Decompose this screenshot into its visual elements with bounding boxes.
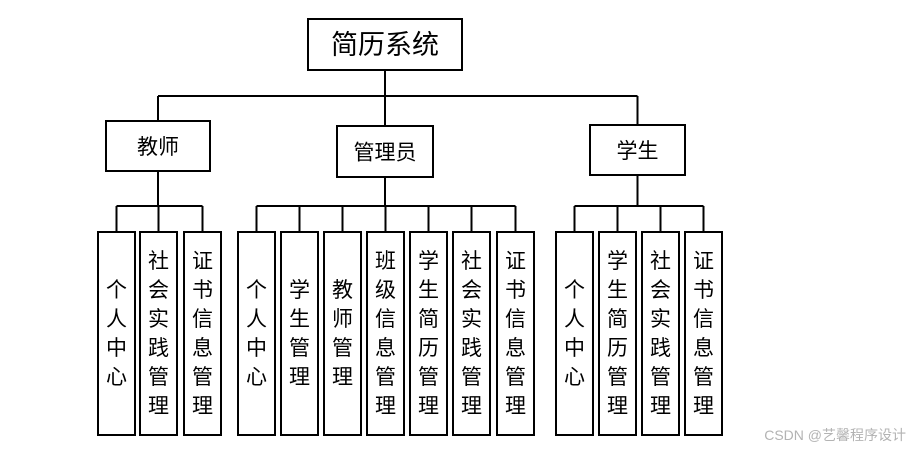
module-box	[366, 231, 405, 436]
module-box	[496, 231, 535, 436]
root-node: 简历系统	[307, 18, 463, 71]
role-label: 教师	[137, 135, 179, 159]
module-label: 教师管理	[332, 278, 353, 389]
module-label: 个人中心	[246, 278, 267, 389]
module-box	[555, 231, 594, 436]
module-box	[684, 231, 723, 436]
module-box	[97, 231, 136, 436]
module-label: 社会实践管理	[148, 249, 169, 418]
module-box	[452, 231, 491, 436]
module-box	[641, 231, 680, 436]
role-label: 学生	[617, 139, 659, 163]
role-node: 教师	[105, 120, 211, 172]
module-label: 个人中心	[106, 278, 127, 389]
module-node: 证书信息管理	[496, 231, 535, 436]
role-node: 学生	[589, 124, 686, 176]
module-label: 班级信息管理	[375, 249, 396, 418]
module-box	[323, 231, 362, 436]
root-box	[307, 18, 463, 71]
module-node: 个人中心	[237, 231, 276, 436]
watermark: CSDN @艺馨程序设计	[764, 427, 906, 443]
role-nodes: 教师 管理员 学生	[105, 120, 686, 178]
role-box	[336, 125, 434, 178]
module-box	[409, 231, 448, 436]
module-label: 证书信息管理	[192, 249, 213, 418]
module-label: 证书信息管理	[693, 249, 714, 418]
module-box	[139, 231, 178, 436]
module-node: 班级信息管理	[366, 231, 405, 436]
module-node: 证书信息管理	[183, 231, 222, 436]
module-label: 学生简历管理	[607, 249, 628, 418]
module-node: 学生简历管理	[409, 231, 448, 436]
module-box	[598, 231, 637, 436]
role-node: 管理员	[336, 125, 434, 178]
module-label: 个人中心	[564, 278, 585, 389]
module-label: 证书信息管理	[505, 249, 526, 418]
module-node: 个人中心	[97, 231, 136, 436]
module-node: 证书信息管理	[684, 231, 723, 436]
module-label: 社会实践管理	[461, 249, 482, 418]
module-label: 学生简历管理	[418, 249, 439, 418]
connector-lines	[115, 70, 705, 232]
role-box	[589, 124, 686, 176]
module-label: 社会实践管理	[650, 249, 671, 418]
module-box	[280, 231, 319, 436]
module-node: 学生简历管理	[598, 231, 637, 436]
module-box	[183, 231, 222, 436]
module-node: 教师管理	[323, 231, 362, 436]
role-label: 管理员	[354, 141, 417, 165]
module-node: 社会实践管理	[641, 231, 680, 436]
module-node: 社会实践管理	[139, 231, 178, 436]
module-node: 个人中心	[555, 231, 594, 436]
module-node: 学生管理	[280, 231, 319, 436]
module-nodes: 个人中心社会实践管理证书信息管理个人中心学生管理教师管理班级信息管理学生简历管理…	[97, 231, 723, 436]
role-box	[105, 120, 211, 172]
module-label: 学生管理	[289, 278, 310, 389]
module-node: 社会实践管理	[452, 231, 491, 436]
root-label: 简历系统	[331, 30, 439, 61]
module-box	[237, 231, 276, 436]
